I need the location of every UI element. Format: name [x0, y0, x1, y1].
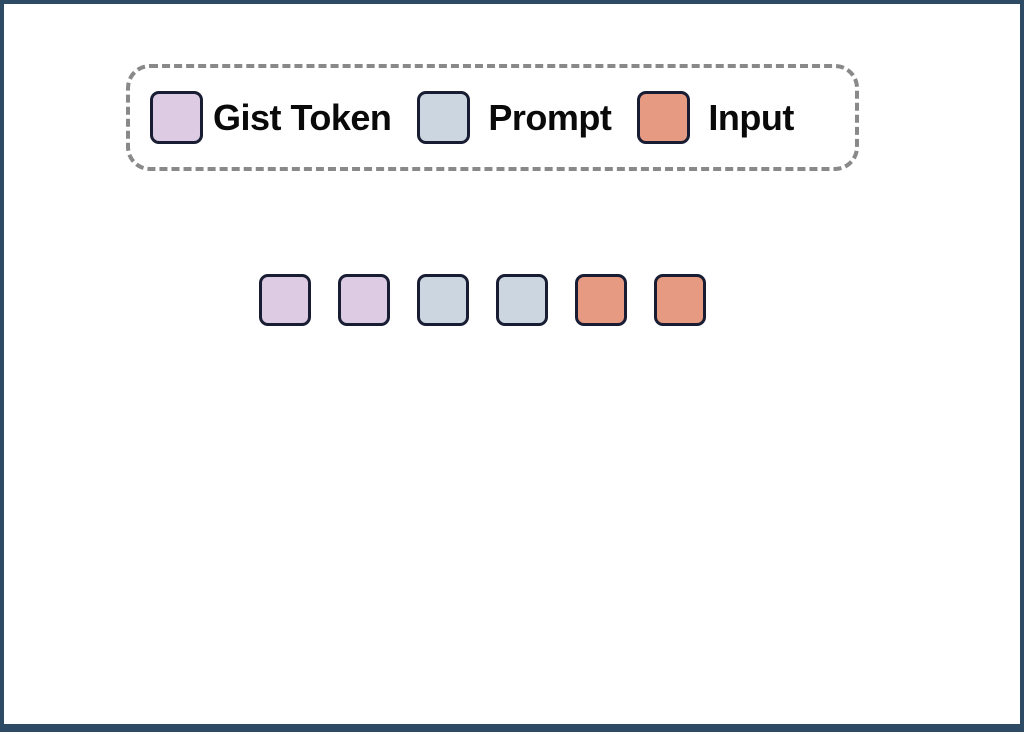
token-square-gist-token: [338, 274, 390, 326]
token-square-prompt: [496, 274, 548, 326]
token-square-gist-token: [259, 274, 311, 326]
legend-box: Gist Token Prompt Input: [126, 64, 859, 171]
prompt-swatch: [417, 91, 471, 144]
input-label: Input: [708, 96, 794, 138]
legend-item-input: Input: [637, 91, 794, 144]
prompt-label: Prompt: [488, 96, 612, 138]
token-sequence-row: [259, 274, 706, 326]
token-square-input: [654, 274, 706, 326]
token-square-input: [575, 274, 627, 326]
gist-token-label: Gist Token: [213, 96, 392, 138]
legend-item-gist-token: Gist Token: [150, 91, 392, 144]
legend-item-prompt: Prompt: [417, 91, 612, 144]
gist-token-swatch: [150, 91, 203, 144]
input-swatch: [637, 91, 691, 144]
token-square-prompt: [417, 274, 469, 326]
